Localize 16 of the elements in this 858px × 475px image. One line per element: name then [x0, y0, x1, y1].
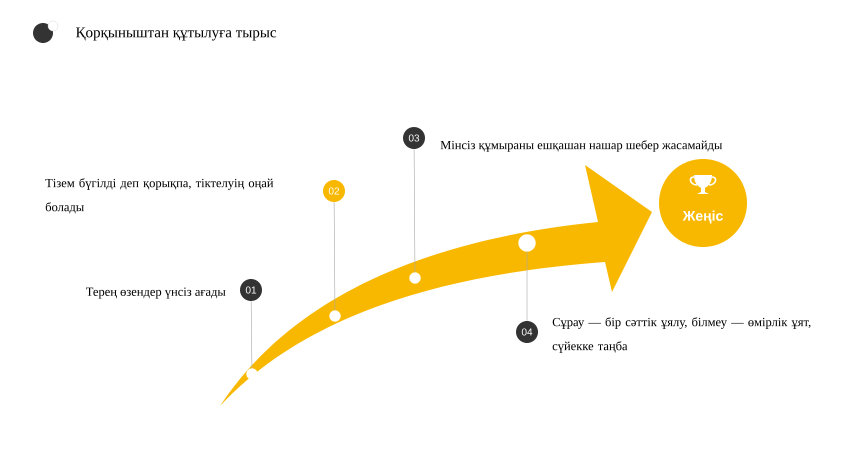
statement-text: Мінсіз құмыраны ешқашан нашар шебер жасамайды [440, 140, 722, 152]
number-badge: 03 [403, 127, 425, 149]
statement-text: Терең өзендер үнсіз ағады [86, 288, 226, 298]
leader-line [526, 251, 528, 322]
number-badge: 04 [516, 321, 538, 343]
marker-dot [409, 272, 421, 284]
number-badge: 01 [240, 279, 262, 301]
statement-text: Сұрау — бір сәттік ұялу, білмеу — өмірлік ұят, сүйекке таңба [552, 317, 810, 353]
marker-dot [518, 234, 536, 252]
statement-text: Тізем бүгілді деп қорықпа, тіктелуің оңай болады [45, 178, 274, 214]
marker-dot [246, 368, 258, 380]
marker-dot [329, 310, 341, 322]
leader-line [250, 300, 252, 369]
leader-line [334, 202, 336, 311]
title: Қорқыныштан құтылуға тырыс [76, 27, 276, 41]
number-badge: 02 [323, 180, 345, 202]
